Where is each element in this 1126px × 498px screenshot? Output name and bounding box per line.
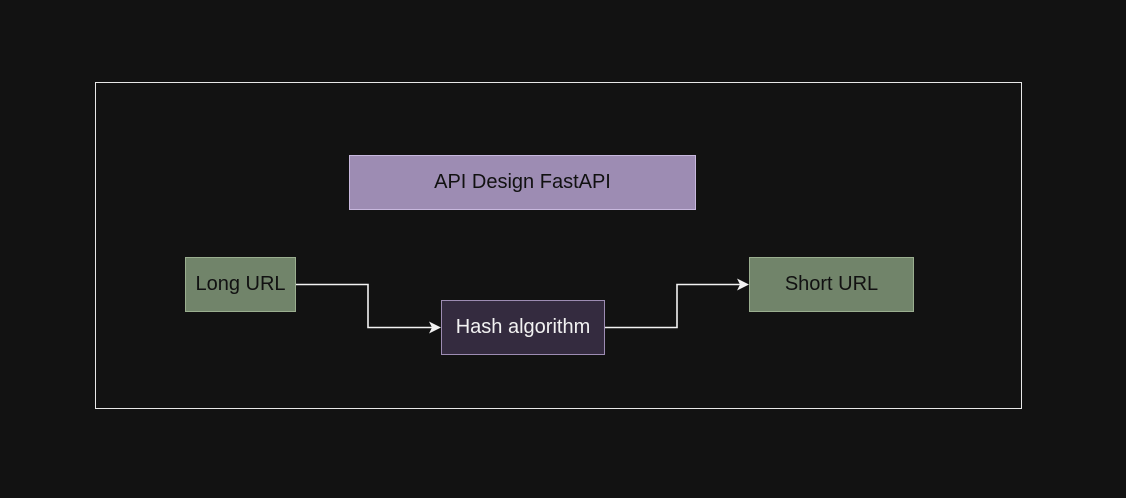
api-design-node[interactable]: API Design FastAPI xyxy=(349,155,696,210)
hash-algorithm-node[interactable]: Hash algorithm xyxy=(441,300,605,355)
hash-algorithm-label: Hash algorithm xyxy=(455,316,591,338)
long-url-node[interactable]: Long URL xyxy=(185,257,296,312)
api-design-label: API Design FastAPI xyxy=(434,171,611,193)
short-url-node[interactable]: Short URL xyxy=(749,257,914,312)
short-url-label: Short URL xyxy=(784,273,879,295)
diagram-container-frame xyxy=(95,82,1022,409)
long-url-label: Long URL xyxy=(195,273,286,295)
